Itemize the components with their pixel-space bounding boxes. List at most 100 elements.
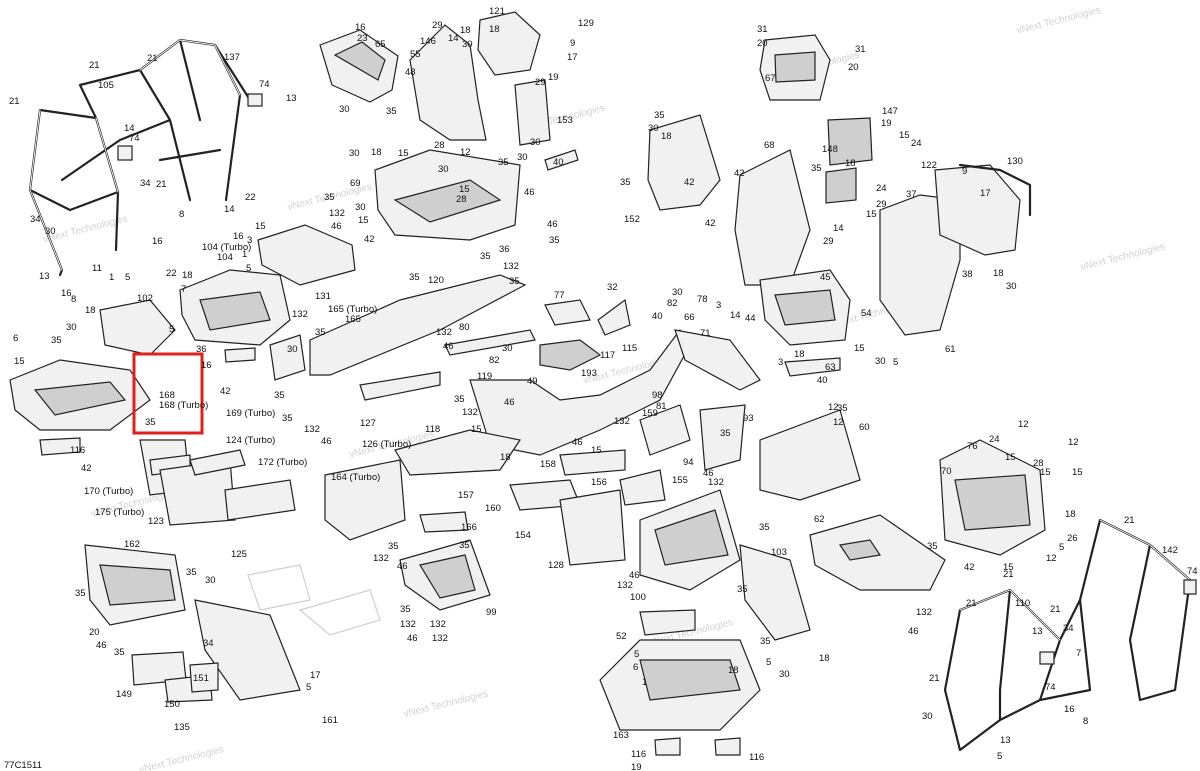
callout-c108: 5 bbox=[246, 263, 251, 274]
callout-c211: 132 bbox=[400, 619, 416, 630]
callout-c273: 30 bbox=[922, 711, 933, 722]
callout-c225: 35 bbox=[759, 522, 770, 533]
callout-c160: 66 bbox=[684, 312, 695, 323]
callout-c158: 40 bbox=[652, 311, 663, 322]
callout-c256: 35 bbox=[927, 541, 938, 552]
callout-c177: 82 bbox=[489, 355, 500, 366]
callout-c29: 30 bbox=[349, 148, 360, 159]
callout-c34: 30 bbox=[355, 202, 366, 213]
callout-c254: 5 bbox=[1059, 542, 1064, 553]
callout-c56: 42 bbox=[705, 218, 716, 229]
callout-c183: 46 bbox=[504, 397, 515, 408]
callout-c110: 18 bbox=[182, 270, 193, 281]
callout-c285: 150 bbox=[164, 699, 180, 710]
callout-c210: 35 bbox=[400, 604, 411, 615]
callout-c191: 93 bbox=[743, 413, 754, 424]
callout-c16: 9 bbox=[570, 38, 575, 49]
callout-c198: 132 bbox=[708, 477, 724, 488]
callout-c103: 46 bbox=[331, 221, 342, 232]
callout-c154: 77 bbox=[554, 290, 565, 301]
engine-box bbox=[939, 439, 1046, 556]
callout-c69: 122 bbox=[921, 160, 937, 171]
callout-c249: 28 bbox=[1033, 458, 1044, 469]
rear-cargo-box bbox=[599, 609, 761, 756]
callout-c48: 30 bbox=[648, 123, 659, 134]
callout-c114: 165 (Turbo) bbox=[328, 304, 377, 315]
callout-c264: 21 bbox=[1050, 604, 1061, 615]
callout-c271: 16 bbox=[1064, 704, 1075, 715]
callout-c71: 17 bbox=[980, 188, 991, 199]
callout-c141: 168 (Turbo) bbox=[159, 400, 208, 411]
callout-c195: 158 bbox=[540, 459, 556, 470]
callout-c246: 12 bbox=[1068, 437, 1079, 448]
watermark: vNext Technologies bbox=[138, 744, 225, 771]
callout-c238: 52 bbox=[616, 631, 627, 642]
callout-c50: 68 bbox=[764, 140, 775, 151]
callout-c4: 55 bbox=[410, 49, 421, 60]
callout-c123: 46 bbox=[443, 341, 454, 352]
callout-c261: 74 bbox=[1187, 566, 1198, 577]
callout-c32: 28 bbox=[456, 194, 467, 205]
callout-c279: 30 bbox=[205, 575, 216, 586]
callout-c242: 18 bbox=[728, 665, 739, 676]
callout-c221: 12 bbox=[828, 402, 839, 413]
diagram-code: 77C1511 bbox=[4, 760, 42, 771]
callout-c65: 15 bbox=[866, 209, 877, 220]
callout-c213: 46 bbox=[407, 633, 418, 644]
callout-c26: 28 bbox=[434, 140, 445, 151]
callout-c111: 7 bbox=[181, 284, 186, 295]
callout-c216: 163 bbox=[613, 730, 629, 741]
firewall-right bbox=[759, 163, 1032, 346]
callout-c31: 15 bbox=[459, 184, 470, 195]
callout-c62: 18 bbox=[845, 158, 856, 169]
callout-c161: 78 bbox=[697, 294, 708, 305]
callout-c164: 44 bbox=[745, 313, 756, 324]
callout-c96: 16 bbox=[61, 288, 72, 299]
callout-c193: 15 bbox=[591, 445, 602, 456]
callout-c188: 81 bbox=[656, 401, 667, 412]
callout-c224: 60 bbox=[859, 422, 870, 433]
instrument-panel bbox=[647, 34, 873, 286]
callout-c286: 151 bbox=[193, 673, 209, 684]
callout-c244: 12 bbox=[1018, 419, 1029, 430]
callout-c236: 5 bbox=[766, 657, 771, 668]
callout-c163: 14 bbox=[730, 310, 741, 321]
callout-c86: 21 bbox=[156, 179, 167, 190]
callout-c202: 166 bbox=[461, 522, 477, 533]
callout-c180: 119 bbox=[477, 371, 492, 382]
callout-c21: 30 bbox=[530, 137, 541, 148]
callout-c77: 21 bbox=[147, 53, 158, 64]
callout-c126: 30 bbox=[66, 322, 77, 333]
callout-c85: 34 bbox=[140, 178, 151, 189]
callout-c138: 132 bbox=[304, 424, 320, 435]
callout-c170: 61 bbox=[945, 344, 956, 355]
callout-c146: 175 (Turbo) bbox=[95, 507, 144, 518]
callout-c253: 26 bbox=[1067, 533, 1078, 544]
callout-c27: 30 bbox=[438, 164, 449, 175]
callout-c219: 116 bbox=[749, 752, 764, 763]
callout-c76: 21 bbox=[89, 60, 100, 71]
callout-c287: 135 bbox=[174, 722, 190, 733]
callout-c40: 36 bbox=[499, 244, 510, 255]
callout-c263: 21 bbox=[966, 598, 977, 609]
callout-c120: 132 bbox=[503, 261, 519, 272]
callout-c200: 157 bbox=[458, 490, 474, 501]
callout-c149: 172 (Turbo) bbox=[258, 457, 307, 468]
callout-c89: 8 bbox=[179, 209, 184, 220]
callout-c94: 16 bbox=[233, 231, 244, 242]
callout-c227: 46 bbox=[629, 570, 640, 581]
callout-c143: 116 bbox=[70, 445, 85, 456]
watermark: vNext Technologies bbox=[403, 688, 490, 720]
callout-c226: 62 bbox=[814, 514, 825, 525]
callout-c51: 35 bbox=[620, 177, 631, 188]
callout-c28: 18 bbox=[371, 147, 382, 158]
callout-c185: 15 bbox=[471, 424, 482, 435]
callout-c132: 16 bbox=[201, 360, 212, 371]
callout-c268: 7 bbox=[1076, 648, 1081, 659]
callout-c133: 42 bbox=[220, 386, 231, 397]
callout-c39: 35 bbox=[549, 235, 560, 246]
callout-c45: 20 bbox=[848, 62, 859, 73]
callout-c42: 31 bbox=[757, 24, 768, 35]
callout-c79: 105 bbox=[98, 80, 114, 91]
